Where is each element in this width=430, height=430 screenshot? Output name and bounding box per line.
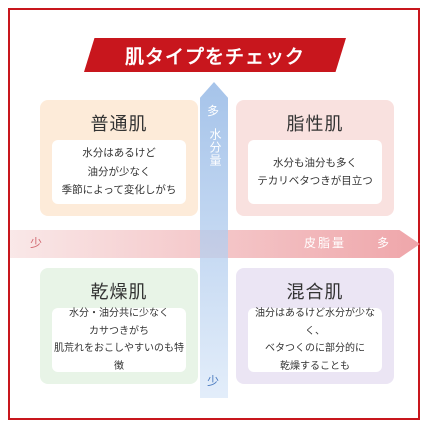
description-line: ベタつくのに部分的に xyxy=(265,343,365,354)
moisture-axis-label: 水分量 xyxy=(208,128,222,167)
description-line: 水分も油分も多く xyxy=(273,156,357,169)
quadrant-description: 水分・油分共に少なく カサつきがち 肌荒れをおこしやすいのも特徴 xyxy=(52,308,186,372)
description-line: 乾燥することも xyxy=(280,360,350,372)
quadrant-title: 普通肌 xyxy=(90,114,148,135)
moisture-low-label: 少 xyxy=(207,374,220,388)
quadrant-title: 乾燥肌 xyxy=(90,282,148,303)
quadrant-dry-skin: 乾燥肌 水分・油分共に少なく カサつきがち 肌荒れをおこしやすいのも特徴 xyxy=(40,268,198,384)
quadrant-title: 脂性肌 xyxy=(286,114,344,135)
quadrant-oily-skin: 脂性肌 水分も油分も多く テカリベタつきが目立つ xyxy=(236,100,394,216)
quadrant-description: 油分はあるけど水分が少なく、 ベタつくのに部分的に 乾燥することも xyxy=(248,308,382,372)
quadrant-description: 水分はあるけど 油分が少なく 季節によって変化しがち xyxy=(52,140,186,204)
description-line: 季節によって変化しがち xyxy=(61,184,177,197)
description-line: 油分はあるけど水分が少なく、 xyxy=(255,308,375,337)
sebum-low-label: 少 xyxy=(30,236,43,250)
description-line: テカリベタつきが目立つ xyxy=(257,175,373,187)
description-line: 水分はあるけど xyxy=(82,147,156,160)
sebum-high-label: 多 xyxy=(377,236,390,250)
sebum-axis-label: 皮脂量 xyxy=(304,236,347,250)
description-line: 肌荒れをおこしやすいのも特徴 xyxy=(54,343,184,372)
moisture-axis-arrow xyxy=(200,82,228,398)
quadrant-description: 水分も油分も多く テカリベタつきが目立つ xyxy=(248,140,382,204)
description-line: カサつきがち xyxy=(89,325,149,337)
quadrant-title: 混合肌 xyxy=(286,282,344,303)
outer-frame xyxy=(8,8,420,420)
description-line: 油分が少なく xyxy=(87,165,151,178)
moisture-high-label: 多 xyxy=(207,104,220,118)
quadrant-combination-skin: 混合肌 油分はあるけど水分が少なく、 ベタつくのに部分的に 乾燥することも xyxy=(236,268,394,384)
description-line: 水分・油分共に少なく xyxy=(69,308,169,319)
page-title: 肌タイプをチェック xyxy=(84,38,346,72)
quadrant-normal-skin: 普通肌 水分はあるけど 油分が少なく 季節によって変化しがち xyxy=(40,100,198,216)
